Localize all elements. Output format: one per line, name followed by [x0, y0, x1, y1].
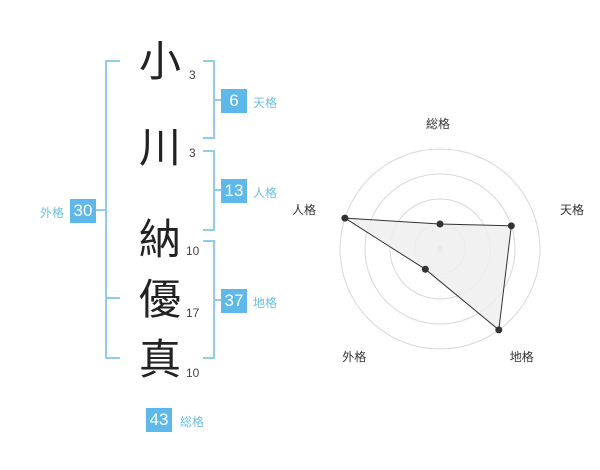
name-char-3: 納 [138, 215, 181, 264]
radar-point-5 [341, 214, 349, 222]
stroke-count-5: 10 [186, 366, 200, 380]
radar-axis-label-2: 天格 [560, 203, 585, 218]
chikaku-value: 37 [221, 289, 247, 313]
radar-axis-label-3: 地格 [509, 349, 534, 364]
radar-data-polygon [344, 217, 512, 331]
jinkaku-label: 人格 [253, 186, 278, 200]
stroke-count-3: 10 [186, 244, 200, 258]
radar-point-1 [436, 220, 444, 228]
soukaku-value: 43 [146, 408, 172, 432]
stroke-count-4: 17 [186, 306, 200, 320]
name-char-2: 川 [138, 123, 181, 172]
stroke-count-1: 3 [189, 68, 196, 82]
gaikaku-value: 30 [70, 199, 96, 223]
radar-axis-label-5: 人格 [291, 203, 316, 218]
radar-axis-label-1: 総格 [426, 117, 451, 131]
radar-grid-ring-3 [364, 173, 516, 325]
name-char-1: 小 [138, 37, 181, 86]
radar-point-2 [507, 222, 515, 230]
jinkaku-value: 13 [221, 179, 247, 203]
radar-axis-label-4: 外格 [342, 349, 367, 364]
chikaku-label: 地格 [253, 296, 278, 310]
radar-point-3 [495, 326, 503, 334]
stroke-count-2: 3 [189, 146, 196, 160]
name-char-4: 優 [138, 275, 181, 324]
gaikaku-label: 外格 [40, 206, 65, 220]
radar-point-4 [421, 265, 429, 273]
radar-grid-ring-4 [339, 148, 541, 350]
soukaku-label: 総格 [180, 415, 205, 429]
name-char-5: 真 [138, 335, 181, 384]
tenkaku-value: 6 [221, 89, 247, 113]
tenkaku-label: 天格 [253, 96, 278, 110]
